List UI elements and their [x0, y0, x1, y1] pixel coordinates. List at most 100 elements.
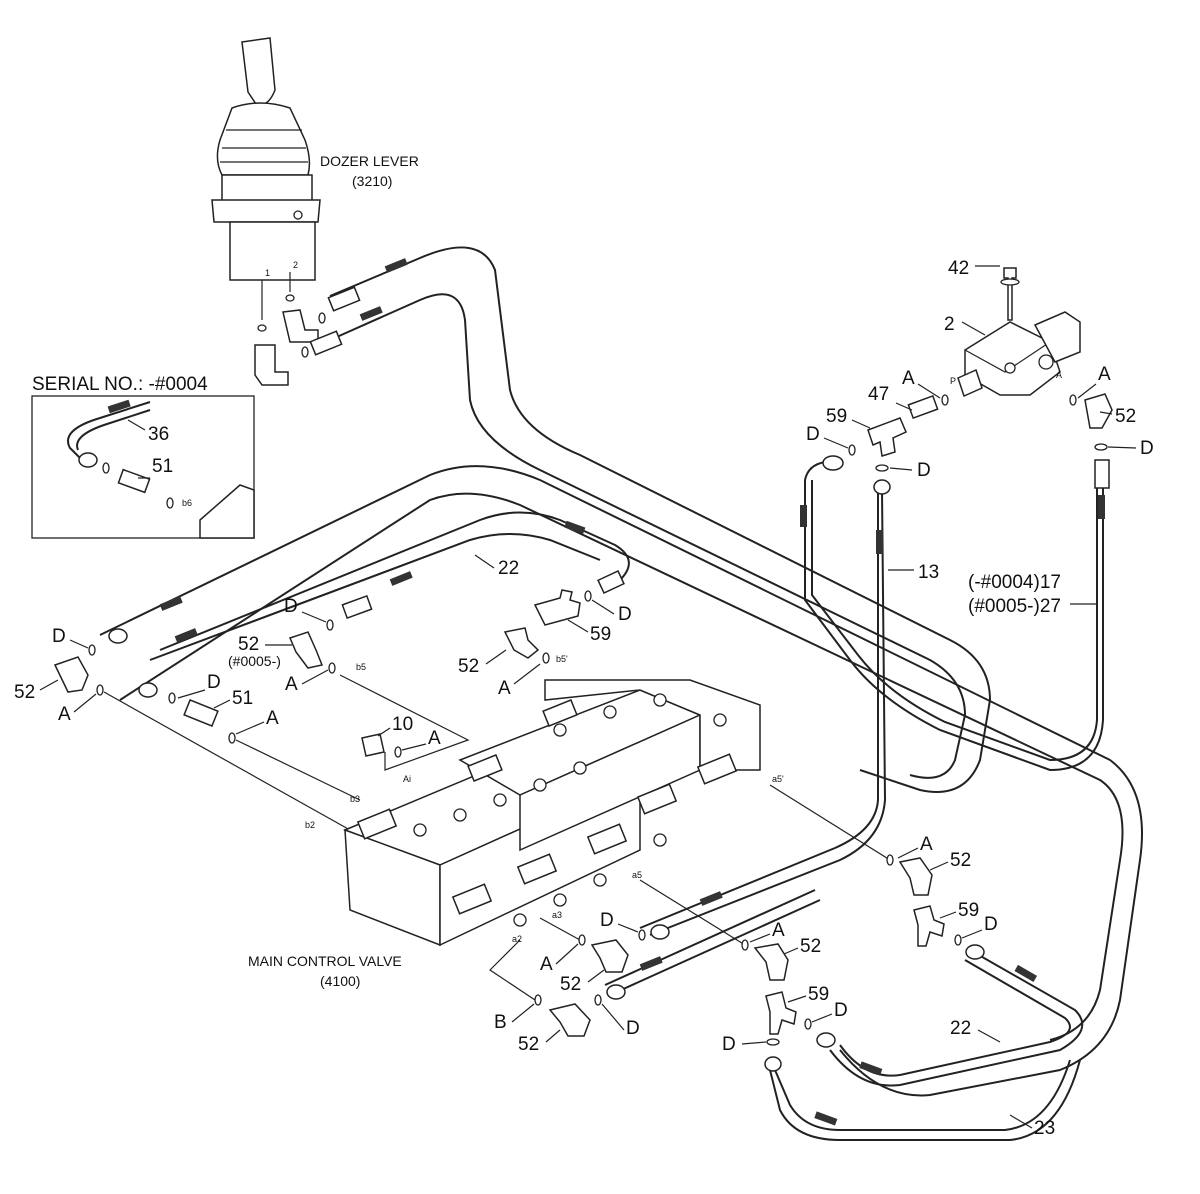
- braid: [1098, 495, 1105, 519]
- hose-long-inner: [119, 492, 1124, 1041]
- hose-end: [327, 286, 361, 312]
- leader: [235, 721, 265, 735]
- mid-fittings: [53, 570, 625, 758]
- seal-d-r3: D: [722, 1034, 736, 1055]
- port-a2: a2: [512, 934, 522, 944]
- port-hole: [493, 793, 507, 807]
- oring: [584, 590, 592, 602]
- leader: [977, 1029, 1001, 1043]
- oring: [328, 662, 336, 674]
- part-47: 47: [868, 384, 889, 405]
- elbow-52-left: [53, 656, 89, 693]
- spool: [636, 783, 678, 815]
- seal-d-r2: D: [834, 1000, 848, 1021]
- part-52-b2: 52: [518, 1034, 539, 1055]
- port-hole: [713, 713, 727, 727]
- lever-elbow-fitting: [282, 309, 319, 343]
- leader: [601, 1003, 625, 1031]
- leader: [897, 847, 919, 859]
- hose-22-bottom: [829, 949, 1084, 1087]
- part-10: 10: [392, 714, 413, 735]
- leader: [961, 929, 983, 939]
- seal-a-mid3: A: [428, 728, 441, 749]
- part-59-r2: 59: [808, 984, 829, 1005]
- seal-a-mid1: A: [498, 678, 511, 699]
- port-hole: [533, 778, 547, 792]
- port-b5p: b5': [556, 654, 568, 664]
- oring: [886, 854, 894, 866]
- serial-hose-36-b: [76, 409, 151, 451]
- part-22-top: 22: [498, 558, 519, 579]
- valve-fittings: [822, 393, 1113, 495]
- oring: [875, 464, 889, 472]
- serial-oring: [102, 462, 110, 474]
- spool: [542, 698, 578, 728]
- leader: [783, 947, 799, 955]
- leader: [929, 861, 949, 871]
- dozer-lever: 1 2: [211, 37, 361, 386]
- plug-10: [361, 733, 385, 757]
- hose-end: [108, 628, 128, 644]
- hose-end: [597, 570, 625, 594]
- hose-lever-loop-inner: [329, 293, 967, 779]
- hose-17-27: [804, 460, 1104, 772]
- part-22-bottom: 22: [950, 1018, 971, 1039]
- pilot-line-a5p: [769, 784, 891, 861]
- part-27: (#0005-)27: [968, 596, 1061, 617]
- port-a5: a5: [632, 870, 642, 880]
- oring: [1094, 443, 1108, 451]
- hose-end: [816, 1032, 836, 1048]
- serial-fitting: [78, 452, 98, 468]
- leader: [587, 969, 605, 983]
- oring: [326, 619, 334, 631]
- lever-port-lines: [261, 272, 291, 320]
- valve-port-a-label: A: [1056, 370, 1062, 380]
- part-17: (-#0004)17: [968, 572, 1061, 593]
- serial-box-title: SERIAL NO.: -#0004: [32, 374, 208, 395]
- seal-d-r1: D: [984, 914, 998, 935]
- bottom-fittings: [534, 924, 670, 1037]
- leader: [69, 639, 89, 649]
- tee-59-mid: [533, 589, 581, 626]
- oring: [96, 684, 104, 696]
- elbow-52-dup: [288, 631, 324, 669]
- lever-oring: [318, 312, 326, 324]
- oring: [954, 934, 962, 946]
- hose-23-b: [774, 1059, 1071, 1131]
- part-52-r2: 52: [800, 936, 821, 957]
- port-hole: [573, 761, 587, 775]
- seal-b-b1: B: [494, 1012, 507, 1033]
- braid: [384, 258, 408, 273]
- oring: [766, 1038, 780, 1046]
- spool: [467, 753, 503, 783]
- port-hole: [513, 913, 527, 927]
- serial-box-contents: [67, 399, 255, 539]
- braid: [859, 1061, 883, 1076]
- oring: [638, 929, 646, 941]
- hose-end: [650, 924, 670, 940]
- serial-valve-corner: [199, 484, 255, 539]
- braid: [1014, 964, 1038, 982]
- port-hole: [553, 723, 567, 737]
- elbow-52-r1: [898, 857, 933, 896]
- pilot-line-b2: [103, 691, 351, 831]
- part-2: 2: [944, 314, 955, 335]
- braid: [389, 571, 413, 586]
- oring: [594, 994, 602, 1006]
- leader: [545, 1029, 561, 1043]
- valve-port-p-label: P: [950, 376, 956, 386]
- port-ai: Ai: [403, 774, 411, 784]
- serial-adapter-51: [117, 468, 151, 494]
- main-control-valve: [342, 679, 761, 947]
- leader: [939, 911, 957, 919]
- valve-oring: [1069, 394, 1077, 406]
- braid: [639, 956, 663, 971]
- seal-a-top1: A: [902, 368, 915, 389]
- spool: [451, 883, 493, 915]
- seal-d-b1: D: [600, 910, 614, 931]
- leader: [127, 419, 146, 431]
- lever-bolt: [293, 210, 303, 220]
- seal-d-top1: D: [806, 424, 820, 445]
- hose-23: [769, 1059, 1081, 1141]
- braid: [876, 530, 883, 554]
